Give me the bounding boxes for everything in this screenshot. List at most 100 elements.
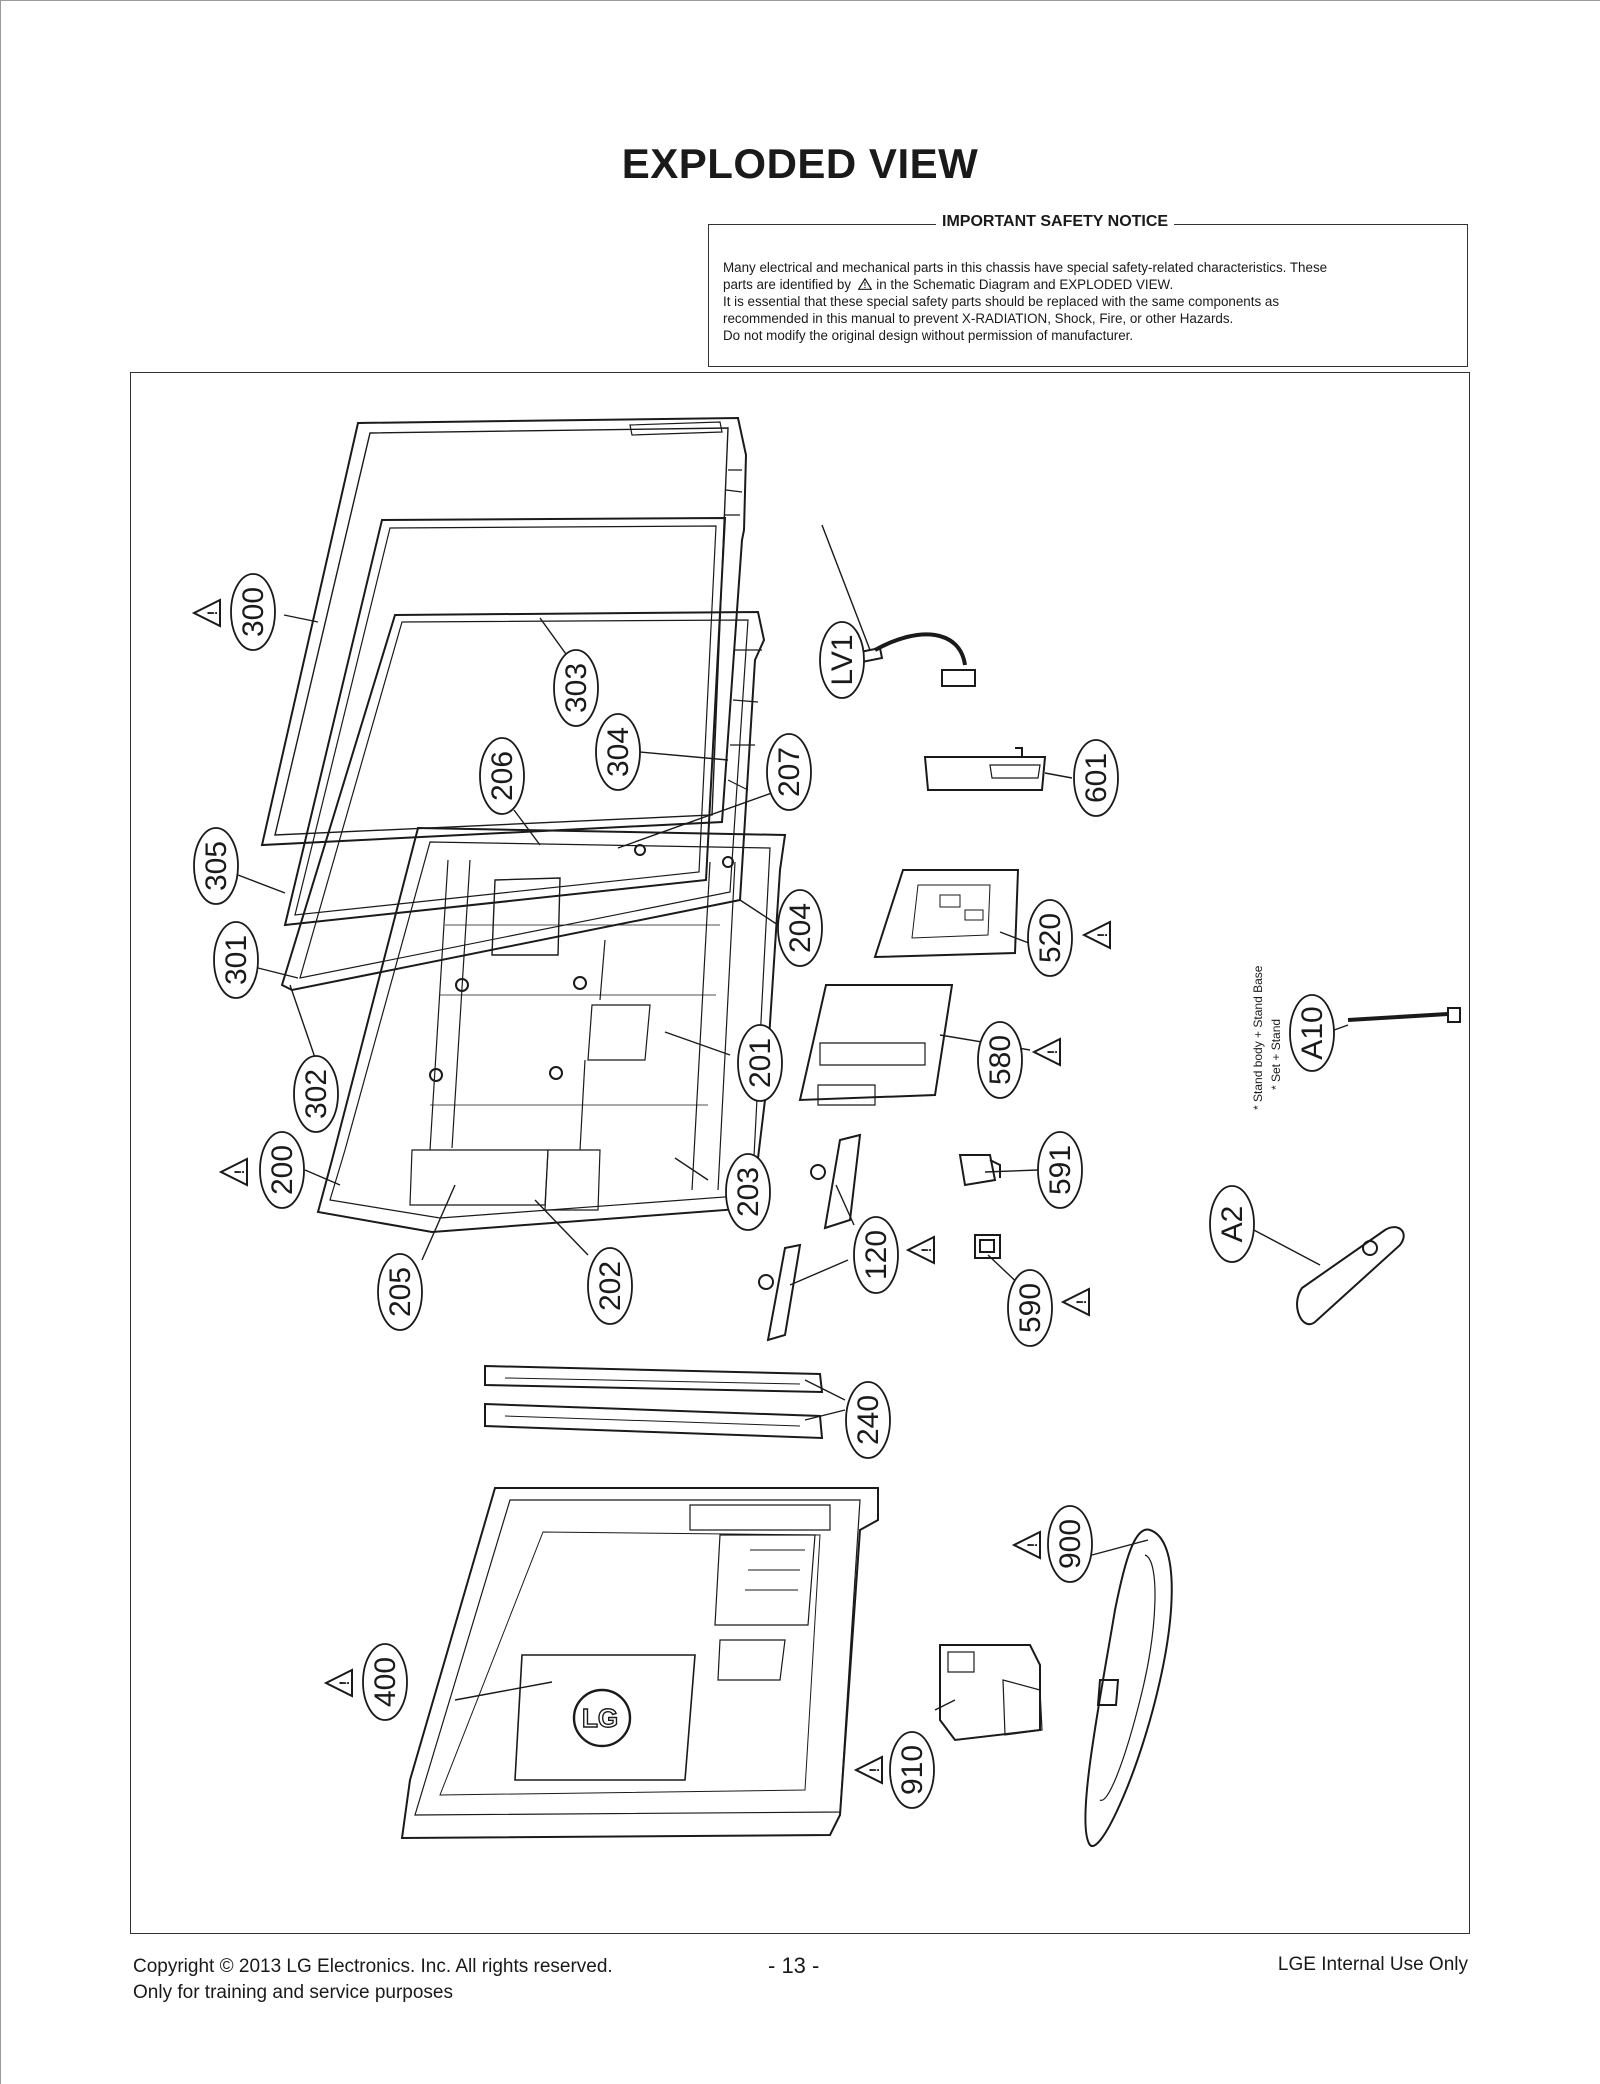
callout-204: 204 [777, 889, 823, 967]
svg-text:A10: A10 [1296, 1006, 1329, 1059]
callout-910: 910 [889, 1731, 935, 1809]
callout-206: 206 [479, 737, 525, 815]
warning-triangle-icon: ! [858, 278, 873, 290]
footer-left: Copyright © 2013 LG Electronics. Inc. Al… [133, 1954, 613, 2006]
bracket-lower-part [484, 1402, 824, 1440]
svg-text:301: 301 [220, 935, 253, 985]
power-socket-part [974, 1234, 1001, 1259]
callout-A10: A10 [1289, 994, 1335, 1072]
stand-note-2: * Set + Stand [1269, 1019, 1283, 1090]
callout-300: 300 [230, 573, 276, 651]
main-board-part [873, 869, 1020, 959]
svg-text:900: 900 [1054, 1519, 1087, 1569]
callout-200: 200 [259, 1131, 305, 1209]
notice-line-2b: in the Schematic Diagram and EXPLODED VI… [876, 277, 1174, 292]
page-title: EXPLODED VIEW [621, 140, 979, 187]
page-border [0, 0, 1, 2084]
svg-text:205: 205 [384, 1267, 417, 1317]
notice-line-2: parts are identified by ! in the Schemat… [723, 276, 1453, 293]
callout-240: 240 [845, 1381, 891, 1459]
page-border-top [0, 0, 1600, 1]
svg-text:302: 302 [300, 1069, 333, 1119]
svg-text:203: 203 [732, 1167, 765, 1217]
svg-text:601: 601 [1080, 753, 1113, 803]
stand-base-part [1084, 1528, 1173, 1848]
svg-text:120: 120 [860, 1230, 893, 1280]
back-cover-part: LG [400, 1487, 879, 1840]
callout-202: 202 [587, 1247, 633, 1325]
safety-notice-box: IMPORTANT SAFETY NOTICE Many electrical … [708, 213, 1468, 367]
callout-580: 580 [977, 1021, 1023, 1099]
notice-line-3: It is essential that these special safet… [723, 294, 1280, 309]
notice-line-2a: parts are identified by [723, 277, 852, 292]
callout-120: 120 [853, 1216, 899, 1294]
svg-text:200: 200 [266, 1145, 299, 1195]
power-board-part [798, 984, 954, 1106]
svg-text:202: 202 [594, 1261, 627, 1311]
stand-neck-part [1296, 1226, 1405, 1326]
warning-triangle-icon [1013, 1531, 1041, 1559]
svg-text:910: 910 [896, 1745, 929, 1795]
callout-205: 205 [377, 1253, 423, 1331]
stand-note-1: * Stand body + Stand Base [1251, 965, 1265, 1110]
callout-207: 207 [766, 733, 812, 811]
svg-text:580: 580 [984, 1035, 1017, 1085]
footer-copyright: Copyright © 2013 LG Electronics. Inc. Al… [133, 1956, 613, 1977]
svg-text:400: 400 [369, 1657, 402, 1707]
footer-training: Only for training and service purposes [133, 1982, 453, 2003]
safety-notice-body: Many electrical and mechanical parts in … [723, 259, 1453, 344]
svg-text:204: 204 [784, 903, 817, 953]
stand-body-part [939, 1644, 1043, 1742]
callout-201: 201 [737, 1024, 783, 1102]
lcd-panel-part [283, 516, 727, 927]
back-chassis-part [316, 826, 787, 1234]
svg-text:A2: A2 [1216, 1206, 1249, 1243]
warning-triangle-icon [220, 1158, 248, 1186]
speaker-upper-part [810, 1133, 862, 1230]
warning-triangle-icon [1062, 1288, 1090, 1316]
footer-internal: LGE Internal Use Only [1277, 1954, 1468, 1975]
bracket-upper-part [484, 1364, 824, 1394]
callout-400: 400 [362, 1643, 408, 1721]
jack-part [958, 1154, 1001, 1187]
callout-303: 303 [553, 649, 599, 727]
callout-601: 601 [1073, 739, 1119, 817]
safety-notice-title: IMPORTANT SAFETY NOTICE [936, 213, 1175, 231]
svg-text:303: 303 [560, 663, 593, 713]
svg-text:590: 590 [1014, 1283, 1047, 1333]
callout-520: 520 [1027, 899, 1073, 977]
svg-text:201: 201 [744, 1038, 777, 1088]
svg-text:LG: LG [582, 1703, 618, 1733]
speaker-lower-part [758, 1243, 802, 1342]
callout-590: 590 [1007, 1269, 1053, 1347]
svg-text:305: 305 [200, 841, 233, 891]
callout-591: 591 [1037, 1131, 1083, 1209]
callout-LV1: LV1 [819, 621, 865, 699]
callout-305: 305 [193, 827, 239, 905]
warning-triangle-icon [1083, 921, 1111, 949]
callout-203: 203 [725, 1153, 771, 1231]
svg-text:304: 304 [602, 727, 635, 777]
svg-text:206: 206 [486, 751, 519, 801]
callout-304: 304 [595, 713, 641, 791]
page-number: - 13 - [768, 1953, 820, 1978]
callout-301: 301 [213, 921, 259, 999]
screw-part [1347, 1007, 1461, 1023]
notice-line-1: Many electrical and mechanical parts in … [723, 260, 1328, 275]
svg-text:520: 520 [1034, 913, 1067, 963]
panel-module-part [280, 610, 766, 992]
key-board-part [923, 747, 1047, 791]
exploded-diagram-frame [130, 372, 1470, 1934]
svg-text:LV1: LV1 [826, 634, 859, 685]
svg-text:300: 300 [237, 587, 270, 637]
leader-lines [237, 524, 1349, 1711]
warning-triangle-icon [907, 1236, 935, 1264]
notice-line-5: Do not modify the original design withou… [723, 328, 1134, 343]
warning-triangle-icon [193, 599, 221, 627]
warning-triangle-icon [325, 1669, 353, 1697]
svg-text:240: 240 [852, 1395, 885, 1445]
svg-text:591: 591 [1044, 1145, 1077, 1195]
callout-900: 900 [1047, 1505, 1093, 1583]
notice-line-4: recommended in this manual to prevent X-… [723, 311, 1234, 326]
